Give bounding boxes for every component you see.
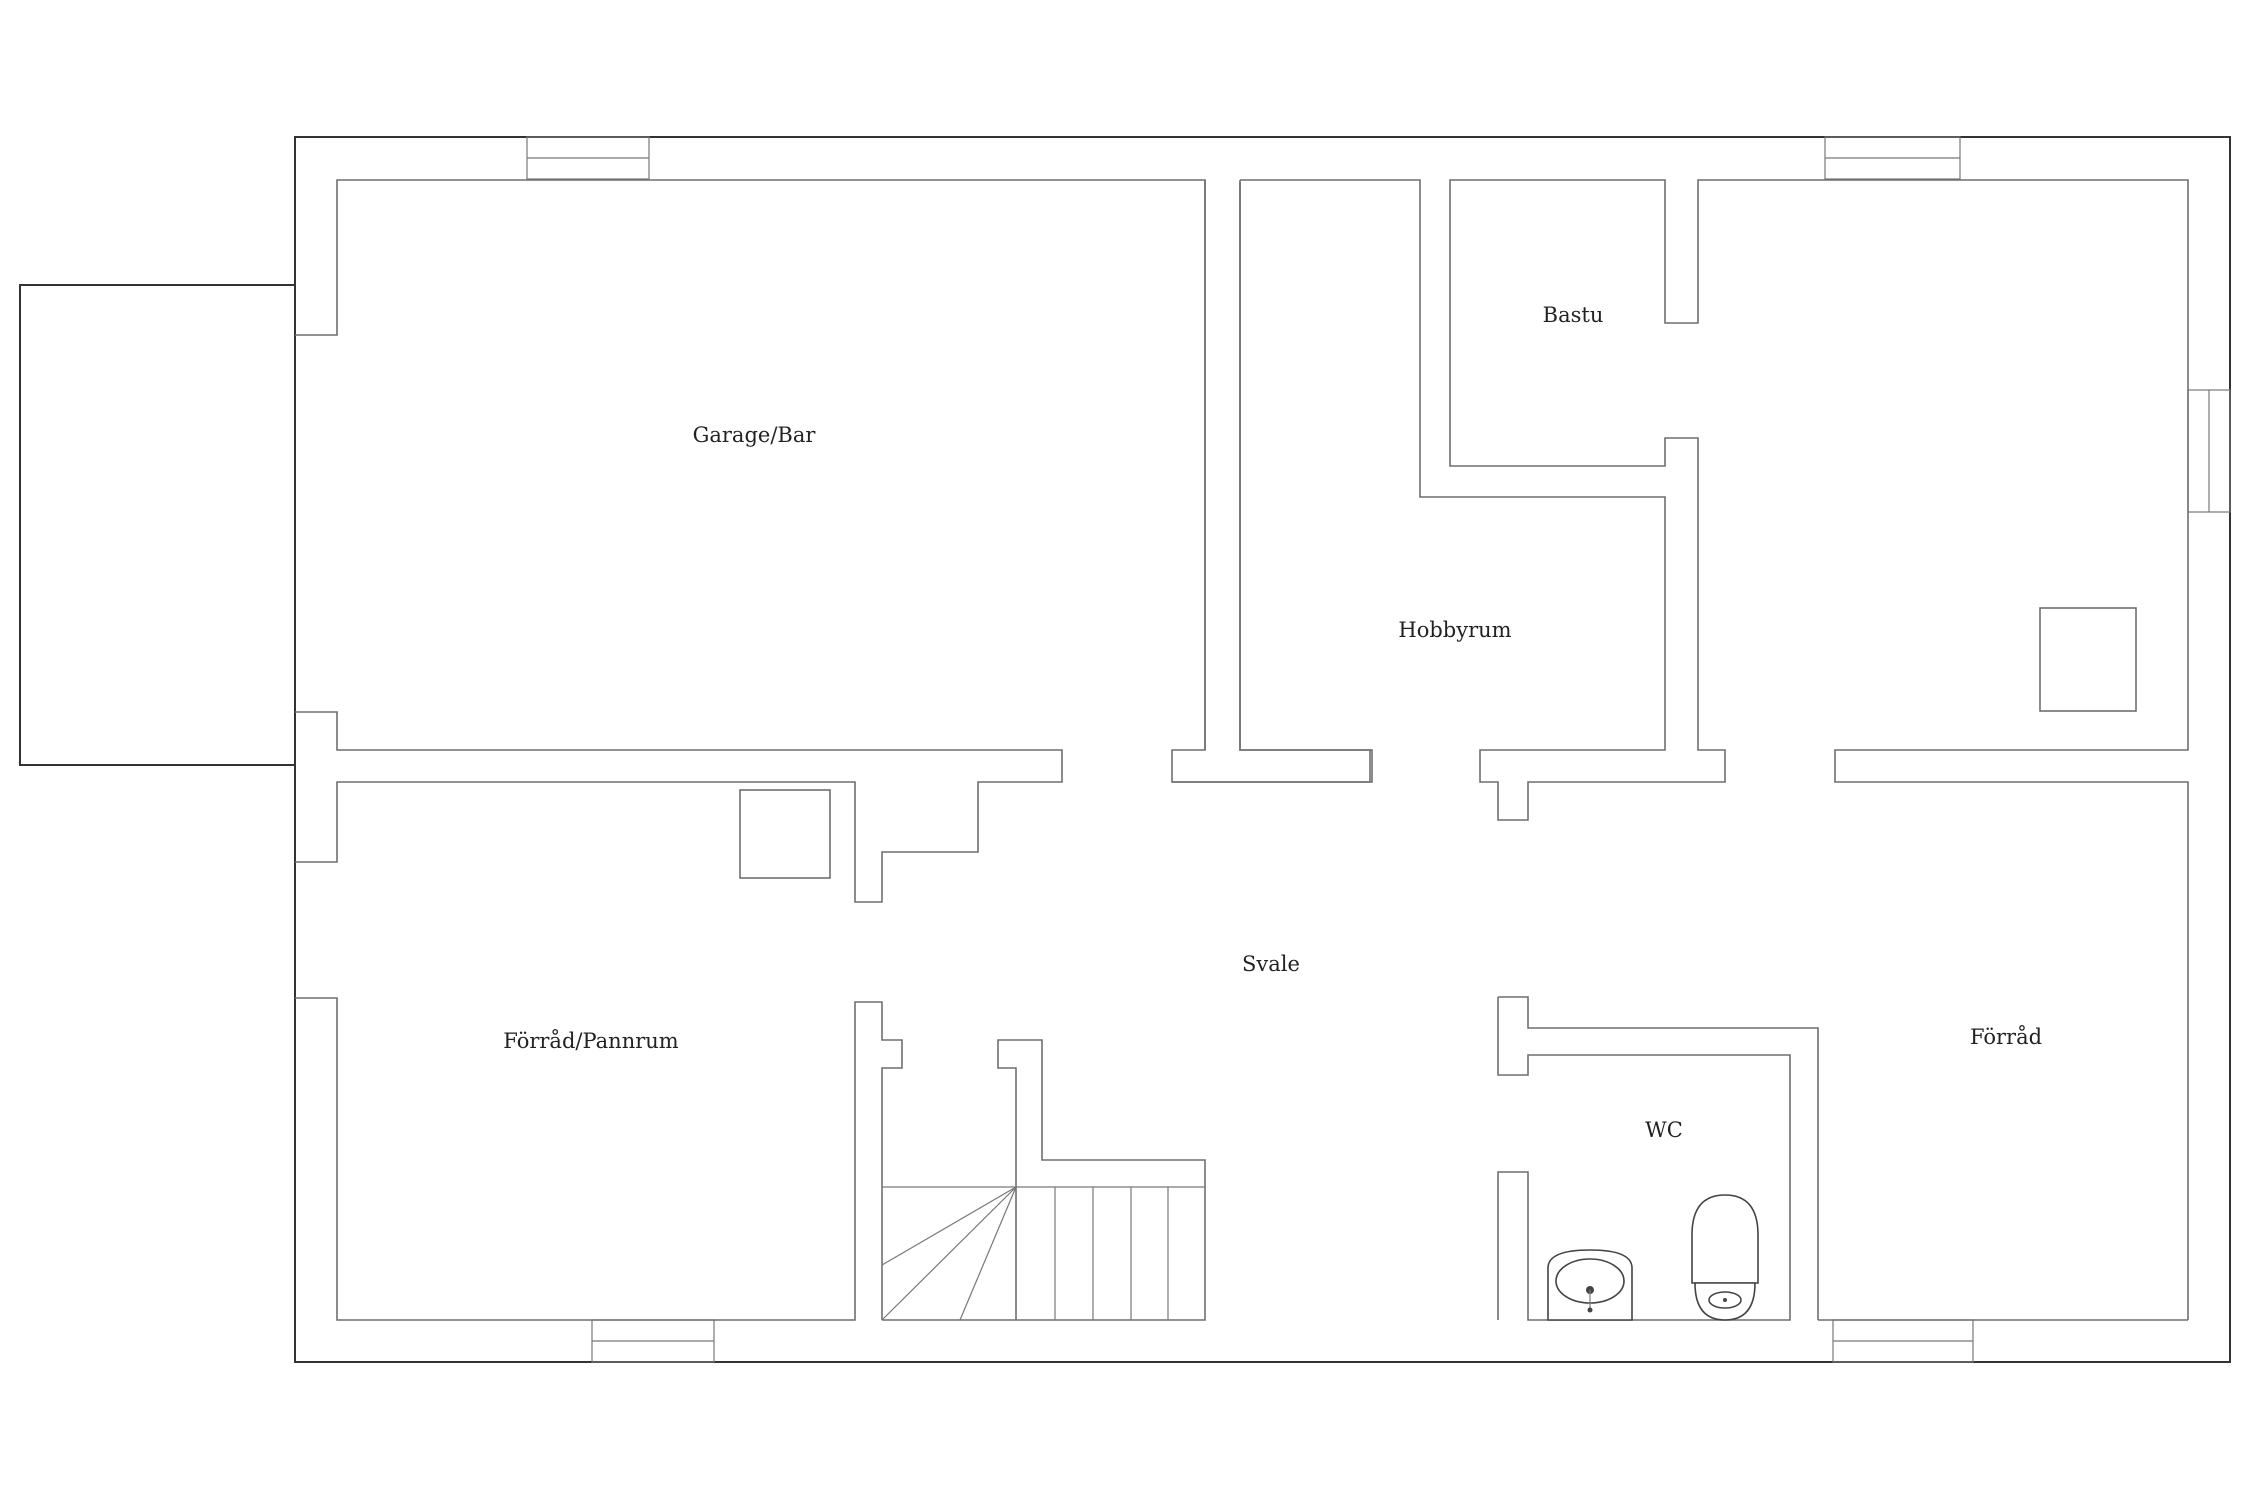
outer-wall: [294, 136, 2231, 1363]
room-label-forrad-pannrum: Förråd/Pannrum: [503, 1029, 679, 1053]
wc-inner-walls: [1497, 997, 1791, 1321]
window-bottom-right: [1832, 1319, 1974, 1363]
garage-bar-walls: [295, 179, 1371, 783]
room-label-forrad: Förråd: [1969, 1025, 2043, 1049]
chimney-right: [2039, 607, 2137, 712]
staircase: [881, 1186, 1205, 1321]
garage-bar-south-wall: [295, 711, 1063, 903]
forrad-pannrum-walls: [295, 997, 903, 1321]
window-right: [2187, 389, 2231, 513]
hobbyrum-south-wall: [1172, 180, 1373, 783]
sink-fixture: [1547, 1249, 1633, 1321]
left-annex: [19, 284, 295, 766]
room-label-wc: WC: [1645, 1118, 1683, 1142]
room-label-garage-bar: Garage/Bar: [692, 423, 816, 447]
window-top-right: [1824, 136, 1961, 180]
wc-walls: [1498, 996, 1819, 1320]
room-label-svale: Svale: [1242, 952, 1300, 976]
window-bottom-left: [591, 1319, 715, 1363]
room-label-hobbyrum: Hobbyrum: [1398, 618, 1512, 642]
stair-walls: [882, 1039, 1206, 1321]
toilet-fixture: [1691, 1194, 1759, 1321]
hobbyrum-walls: [1240, 179, 2189, 1320]
window-top-left: [526, 136, 650, 180]
chimney-left: [739, 789, 831, 879]
room-label-bastu: Bastu: [1542, 303, 1604, 327]
